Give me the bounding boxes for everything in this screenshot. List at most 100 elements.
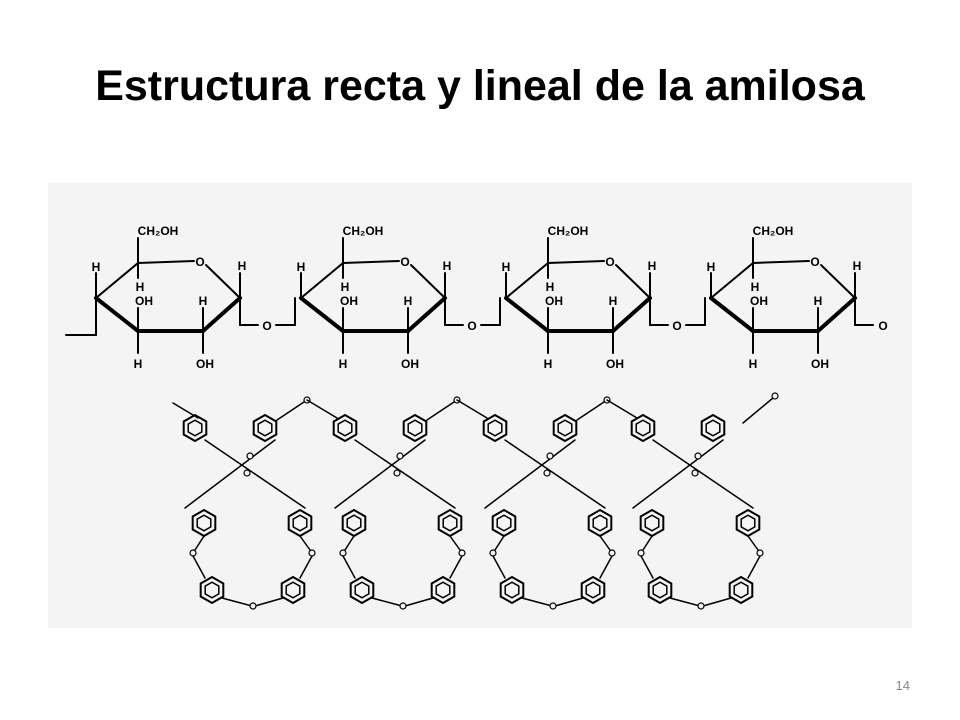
helix-link	[306, 399, 338, 419]
glucose-ring-symbol	[287, 508, 313, 538]
ring-bond	[300, 262, 344, 299]
helix-link	[702, 597, 732, 607]
linkage-oxygen-dot	[697, 602, 705, 610]
h-label: H	[238, 259, 247, 273]
helix-link	[599, 555, 613, 579]
ring-bond	[820, 264, 856, 299]
helix-link	[276, 399, 308, 421]
helix-link	[371, 597, 403, 607]
hexagon-outline	[437, 508, 463, 538]
ring-bond-bold	[94, 296, 140, 333]
slide-number: 14	[895, 678, 910, 693]
helix-link	[299, 535, 311, 551]
hexagon-outline	[287, 508, 313, 538]
linkage-oxygen-dot	[339, 549, 347, 557]
hexagon-outline	[735, 508, 761, 538]
helix-link	[492, 555, 506, 579]
h-label: H	[404, 294, 413, 308]
helix-link	[254, 597, 284, 607]
helix-link	[742, 397, 774, 424]
h-label: H	[707, 260, 716, 274]
h-label: H	[92, 260, 101, 274]
hexagon-outline	[728, 575, 754, 605]
linkage-oxygen-dot	[543, 469, 551, 477]
linkage-oxygen-dot	[393, 469, 401, 477]
helix-link	[449, 535, 461, 551]
linkage-oxygen-dot	[691, 469, 699, 477]
helix-link	[747, 535, 759, 551]
hexagon-outline	[482, 413, 508, 443]
hexagon-inner	[585, 581, 601, 599]
helix-link	[554, 597, 584, 607]
helix-link	[632, 439, 724, 509]
h-label: H	[443, 259, 452, 273]
hexagon-outline	[700, 413, 726, 443]
glucose-ring-symbol	[182, 413, 208, 443]
oh-label: OH	[401, 357, 419, 371]
ring-oxygen-label: O	[810, 255, 819, 269]
glucose-ring-symbol	[430, 575, 456, 605]
glucose-ring-symbol	[630, 413, 656, 443]
glucose-ring-symbol	[349, 575, 375, 605]
h-label: H	[853, 259, 862, 273]
helix-link	[494, 535, 505, 551]
helix-link	[172, 402, 199, 419]
linkage-oxygen-dot	[694, 452, 702, 460]
glucose-ring-symbol	[499, 575, 525, 605]
hexagon-outline	[580, 575, 606, 605]
hexagon-inner	[435, 581, 451, 599]
helix-link	[184, 439, 276, 509]
linkage-oxygen-dot	[396, 452, 404, 460]
oh-label: OH	[750, 294, 768, 308]
hexagon-inner	[204, 581, 220, 599]
h-label: H	[751, 280, 760, 294]
hexagon-inner	[337, 419, 353, 437]
helix-link	[299, 555, 313, 579]
ring-bond-bold	[201, 296, 242, 333]
hexagon-inner	[354, 581, 370, 599]
ring-bond-bold	[504, 296, 550, 333]
glucose-ring-symbol	[580, 575, 606, 605]
helix-link	[194, 535, 205, 551]
linkage-oxygen-dot	[189, 549, 197, 557]
helix-link	[652, 439, 754, 509]
h-label: H	[609, 294, 618, 308]
glucose-ring-symbol	[402, 413, 428, 443]
h-label: H	[814, 294, 823, 308]
glucose-ring-symbol	[332, 413, 358, 443]
helix-link	[344, 535, 355, 551]
hexagon-outline	[332, 413, 358, 443]
helix-link	[640, 555, 654, 579]
oh-label: OH	[135, 294, 153, 308]
h-label: H	[134, 357, 143, 371]
ring-bond-bold	[611, 296, 652, 333]
glucose-ring-symbol	[639, 508, 665, 538]
ring-bond	[410, 264, 446, 299]
helix-link	[404, 597, 434, 607]
linkage-oxygen-dot	[249, 602, 257, 610]
hexagon-inner	[705, 419, 721, 437]
glucose-ring-symbol	[587, 508, 613, 538]
helix-link	[642, 535, 653, 551]
linkage-oxygen-dot	[246, 452, 254, 460]
hexagon-outline	[252, 413, 278, 443]
ring-bond	[205, 264, 241, 299]
glycosidic-oxygen-label: O	[672, 319, 681, 333]
hexagon-inner	[407, 419, 423, 437]
hexagon-outline	[349, 575, 375, 605]
glucose-ring-symbol	[700, 413, 726, 443]
hexagon-inner	[644, 514, 660, 532]
linkage-oxygen-dot	[308, 549, 316, 557]
glucose-ring-symbol	[280, 575, 306, 605]
linkage-oxygen-dot	[458, 549, 466, 557]
hexagon-outline	[182, 413, 208, 443]
hexagon-inner	[635, 419, 651, 437]
hexagon-inner	[733, 581, 749, 599]
hexagon-inner	[740, 514, 756, 532]
helix-link	[426, 399, 458, 421]
h-label: H	[648, 259, 657, 273]
